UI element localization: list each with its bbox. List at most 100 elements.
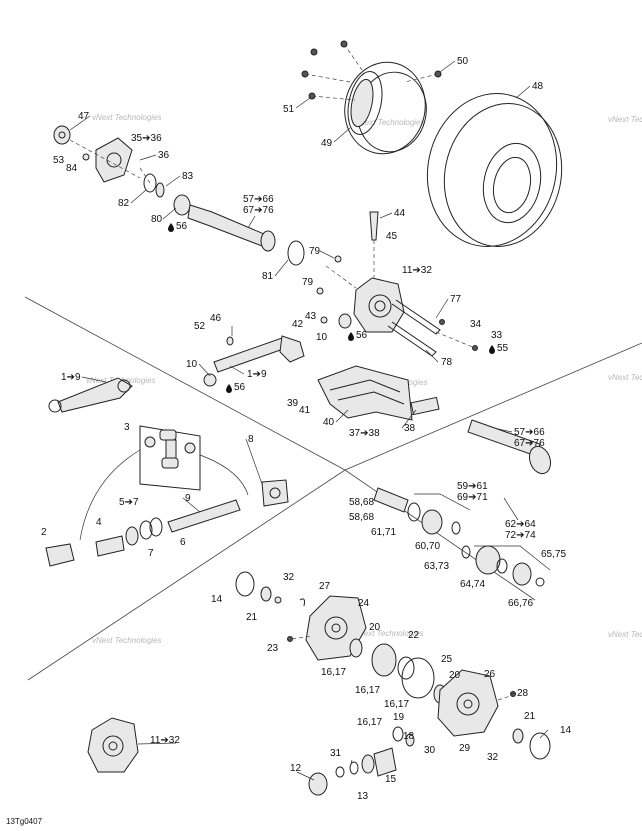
part-callout: 49 <box>321 138 333 149</box>
part-callout: 5➔7 <box>119 497 139 508</box>
part-callout: 18 <box>403 731 415 742</box>
watermark-text: vNext Technologies <box>608 630 642 639</box>
part-callout: 43 <box>305 311 317 322</box>
part-callout: 6 <box>180 537 186 548</box>
part-callout: 20 <box>449 670 461 681</box>
part-callout: 24 <box>358 598 370 609</box>
part-callout: 11➔32 <box>150 735 180 746</box>
part-callout: 37➔38 <box>349 428 380 439</box>
part-callout: 20 <box>369 622 381 633</box>
part-callout: 47 <box>78 111 90 122</box>
part-callout: 16,17 <box>384 699 409 710</box>
oil-drop-icon <box>168 223 174 232</box>
part-callout: 40 <box>323 417 335 428</box>
part-callout: 32 <box>487 752 499 763</box>
part-callout: 46 <box>210 313 222 324</box>
part-callout: 62➔64 <box>505 519 536 530</box>
oil-drop-icon <box>489 345 495 354</box>
part-callout: 79 <box>309 246 321 257</box>
watermark-text: vNext Technologies <box>92 113 162 122</box>
part-callout: 58,68 <box>349 512 374 523</box>
part-callout: 56 <box>176 221 188 232</box>
part-callout: 9 <box>185 493 191 504</box>
watermark-text: vNext Technologies <box>608 373 642 382</box>
part-callout: 53 <box>53 155 65 166</box>
part-callout: 77 <box>450 294 462 305</box>
part-callout: 16,17 <box>321 667 346 678</box>
part-callout: 39 <box>287 398 299 409</box>
part-callout: 32 <box>283 572 295 583</box>
part-callout: 84 <box>66 163 78 174</box>
part-callout: 14 <box>211 594 223 605</box>
part-callout: 7 <box>148 548 154 559</box>
part-callout: 56 <box>234 382 246 393</box>
part-callout: 2 <box>41 527 47 538</box>
part-callout: 81 <box>262 271 274 282</box>
part-callout: 67➔76 <box>514 438 545 449</box>
part-callout: 19 <box>393 712 405 723</box>
part-callout: 34 <box>470 319 482 330</box>
part-callout: 44 <box>394 208 406 219</box>
part-callout: 14 <box>560 725 572 736</box>
part-callout: 21 <box>246 612 258 623</box>
part-callout: 30 <box>424 745 436 756</box>
part-callout: 64,74 <box>460 579 485 590</box>
differential-assembly <box>87 571 551 796</box>
part-callout: 16,17 <box>357 717 382 728</box>
part-callout: 52 <box>194 321 206 332</box>
watermark-text: vNext Technologies <box>354 629 424 638</box>
part-callout: 67➔76 <box>243 205 274 216</box>
part-callout: 58,68 <box>349 497 374 508</box>
part-callout: 60,70 <box>415 541 440 552</box>
watermark-text: vNext Technologies <box>355 118 425 127</box>
part-callout: 4 <box>96 517 102 528</box>
part-callout: 23 <box>267 643 279 654</box>
part-callout: 3 <box>124 422 130 433</box>
part-callout: 82 <box>118 198 130 209</box>
part-callout: 48 <box>532 81 544 92</box>
watermark-text: vNext Technologies <box>608 115 642 124</box>
part-callout: 35➔36 <box>131 133 162 144</box>
part-callout: 27 <box>319 581 331 592</box>
part-callout: 38 <box>404 423 416 434</box>
driveshaft-assembly <box>45 425 289 567</box>
part-callout: 42 <box>292 319 304 330</box>
part-callout: 10 <box>186 359 198 370</box>
part-callout: 10 <box>316 332 328 343</box>
part-callout: 13 <box>357 791 369 802</box>
oil-drop-icon <box>348 332 354 341</box>
part-callout: 69➔71 <box>457 492 488 503</box>
part-callout: 22 <box>408 630 420 641</box>
part-callout: 80 <box>151 214 163 225</box>
part-callout: 51 <box>283 104 295 115</box>
hub-assembly <box>53 125 305 266</box>
part-callout: 11➔32 <box>402 265 432 276</box>
part-callout: 33 <box>491 330 503 341</box>
part-callout: 21 <box>524 711 536 722</box>
part-callout: 1➔9 <box>61 372 81 383</box>
drawing-code: 13Tg0407 <box>6 817 43 826</box>
part-callout: 79 <box>302 277 314 288</box>
part-callout: 57➔66 <box>243 194 274 205</box>
part-callout: 45 <box>386 231 398 242</box>
part-callout: 83 <box>182 171 194 182</box>
part-callout: 29 <box>459 743 471 754</box>
watermark-text: vNext Technologies <box>92 636 162 645</box>
part-callout: 72➔74 <box>505 530 536 541</box>
part-callout: 56 <box>356 330 368 341</box>
cv-joint-assembly <box>373 419 552 587</box>
part-callout: 66,76 <box>508 598 533 609</box>
skid-plate-and-shaft <box>48 335 440 421</box>
part-callout: 15 <box>385 774 397 785</box>
part-callout: 12 <box>290 763 302 774</box>
oil-drop-icon <box>226 384 232 393</box>
part-callout: 65,75 <box>541 549 566 560</box>
lubricant-drop-icons <box>168 223 495 393</box>
part-callout: 61,71 <box>371 527 396 538</box>
knuckle-assembly <box>316 211 478 357</box>
part-callout: 50 <box>457 56 469 67</box>
wheel-assembly <box>301 40 563 247</box>
callout-leaders <box>69 60 549 781</box>
